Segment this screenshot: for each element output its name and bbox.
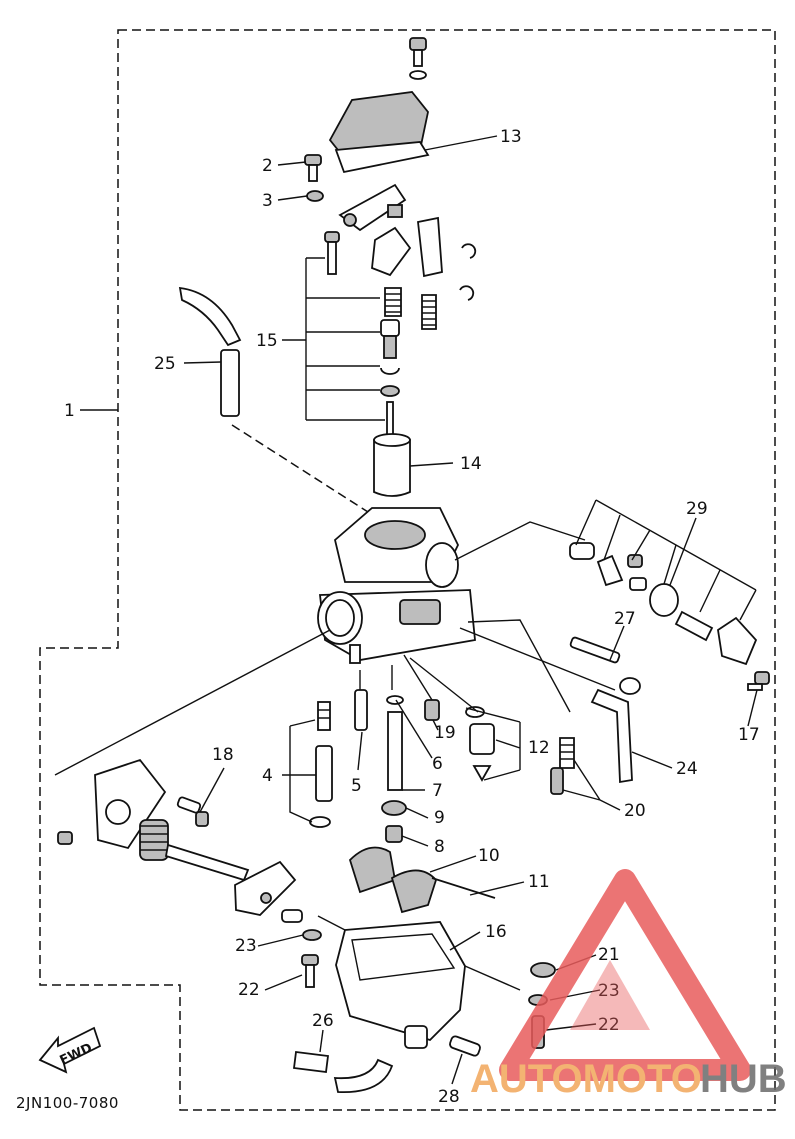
callout-11: 11 [528,872,550,892]
callout-9: 9 [434,808,445,828]
diagram-code: 2JN100-7080 [16,1094,119,1112]
callout-8: 8 [434,837,445,857]
washer-9 [381,800,407,816]
throttle-linkage [338,183,477,301]
callout-25: 25 [154,354,176,374]
callout-10: 10 [478,846,500,866]
clip [380,367,400,375]
needle-valve-12 [465,706,521,782]
main-jet-8 [385,825,403,843]
callout-23-right: 23 [598,981,620,1001]
center-links [359,654,479,713]
pipe-24 [590,688,633,784]
screw-28 [449,1035,481,1057]
float-bowl-16 [317,915,521,1049]
throttle-valve-14 [373,433,411,497]
callout-1: 1 [64,401,75,421]
starter-plunger-4 [289,701,333,828]
link-20 [467,619,571,713]
watermark-text-2: HUB [700,1057,787,1101]
screw-18 [176,796,209,827]
float-10 [348,846,438,914]
callout-26: 26 [312,1011,334,1031]
washer-23-left [302,929,322,941]
callout-24: 24 [676,759,698,779]
link-18 [54,629,331,776]
watermark-logo: AUTOMOTO HUB [470,869,787,1101]
spring-15 [384,287,402,317]
screw-22-left [301,954,319,988]
spring-side [421,294,437,330]
callout-28: 28 [438,1087,460,1107]
pin-11 [431,877,496,899]
callout-4: 4 [262,766,273,786]
screw-27 [569,636,641,695]
throttle-shaft [57,758,297,916]
hose-dashline [231,424,369,513]
hose-26 [292,1050,394,1093]
screw-15 [324,231,340,275]
callout-15: 15 [256,331,278,351]
needle-holder [380,319,400,359]
washer-needle [380,385,400,397]
pilot-jet-5 [354,689,368,731]
callout-17: 17 [738,725,760,745]
callout-18: 18 [212,745,234,765]
callout-16: 16 [485,922,507,942]
washer-3 [306,190,324,202]
callout-12: 12 [528,738,550,758]
link-24 [459,627,616,691]
callout-23-left: 23 [235,936,257,956]
callout-21: 21 [598,945,620,965]
top-screw [409,37,427,80]
callout-13: 13 [500,127,522,147]
screw-20 [550,737,601,801]
watermark-text-1: AUTOMOTO [470,1057,702,1101]
callout-6: 6 [432,754,443,774]
callout-2: 2 [262,156,273,176]
callout-29: 29 [686,499,708,519]
callout-3: 3 [262,191,273,211]
air-screw-29 [569,499,758,666]
callout-7: 7 [432,781,443,801]
callout-19: 19 [434,723,456,743]
callout-5: 5 [351,776,362,796]
fwd-arrow: FWD [38,1026,102,1074]
screw-2 [304,154,322,182]
top-cover [328,91,430,174]
carburetor-body [317,507,476,664]
callout-27: 27 [614,609,636,629]
watermark-inner [570,960,650,1030]
callout-labels: 1 2 3 4 5 6 7 8 9 10 11 12 13 14 15 16 1… [64,127,760,1107]
hose-25 [178,286,242,417]
callout-14: 14 [460,454,482,474]
screw-17 [747,671,770,691]
callout-22-left: 22 [238,980,260,1000]
needle-jet-7 [386,695,404,791]
pin-23-left [281,909,303,923]
callout-20: 20 [624,801,646,821]
link-29 [454,521,586,561]
screw-19 [424,699,440,721]
callout-22-right: 22 [598,1015,620,1035]
assembly-boundary [39,29,776,1111]
bracket-15 [305,257,385,421]
watermark-triangle [499,869,751,1081]
